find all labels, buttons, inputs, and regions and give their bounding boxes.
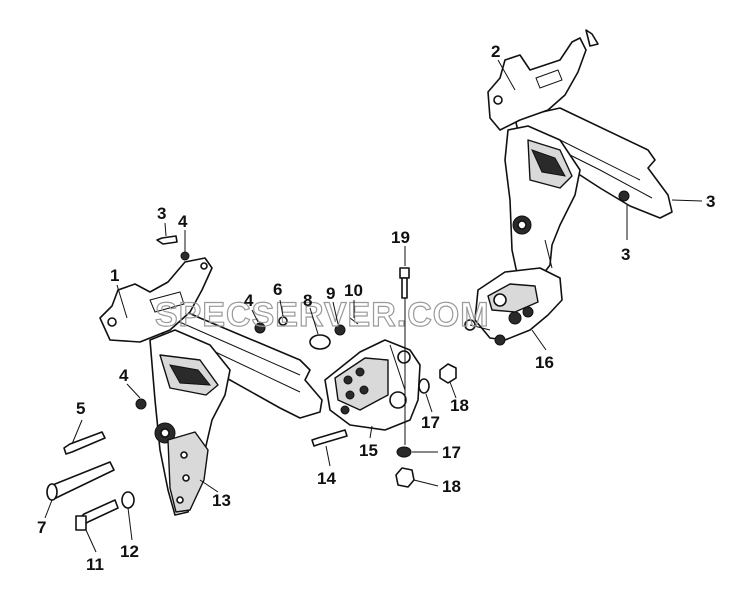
watermark: SPECSERVER.COM <box>155 296 490 334</box>
washer-4-mid <box>254 322 266 334</box>
callout-3: 3 <box>706 192 715 211</box>
lower-bracket-13 <box>167 431 209 513</box>
callout-9: 9 <box>326 284 335 303</box>
callout-12: 12 <box>120 542 139 561</box>
bolt-5 <box>63 431 106 455</box>
bolt-14 <box>311 429 348 447</box>
right-bracket-assembly <box>464 29 673 346</box>
callout-11: 11 <box>86 555 104 574</box>
upper-bracket-2 <box>487 37 587 131</box>
callout-15: 15 <box>359 441 378 460</box>
pin-10 <box>349 317 359 325</box>
callout-18: 18 <box>450 396 469 415</box>
callout-2: 2 <box>491 42 500 61</box>
callout-7: 7 <box>37 518 46 537</box>
washer-4-top <box>180 251 190 261</box>
callout-17: 17 <box>442 443 461 462</box>
callout-17: 17 <box>421 413 440 432</box>
bolt-7 <box>47 461 115 501</box>
center-mount-15 <box>324 339 421 431</box>
washer-4-left <box>135 398 147 410</box>
callout-3: 3 <box>157 204 166 223</box>
leader-lines <box>44 59 703 553</box>
callout-18: 18 <box>442 477 461 496</box>
callout-4: 4 <box>119 366 129 385</box>
callout-labels: 1 2 3 3 3 4 4 4 5 6 7 8 9 10 11 12 13 14… <box>37 42 715 574</box>
fasteners <box>46 235 457 531</box>
callout-19: 19 <box>391 228 410 247</box>
callout-6: 6 <box>273 280 282 299</box>
callout-5: 5 <box>76 399 85 418</box>
callout-4: 4 <box>178 212 188 231</box>
callout-8: 8 <box>303 291 312 310</box>
callout-14: 14 <box>317 469 336 488</box>
washer-17-upper <box>418 378 430 394</box>
nut-18-upper <box>439 363 457 384</box>
nut-18-lower <box>395 467 415 488</box>
washer-8 <box>309 334 331 350</box>
callout-13: 13 <box>212 491 231 510</box>
callout-16: 16 <box>535 353 554 372</box>
callout-10: 10 <box>344 281 363 300</box>
callout-3: 3 <box>621 245 630 264</box>
nut-6 <box>278 316 288 326</box>
callout-1: 1 <box>110 266 119 285</box>
bolt-19 <box>399 267 410 279</box>
left-bracket-assembly <box>99 257 323 516</box>
washer-12 <box>121 491 135 509</box>
washer-17-lower <box>396 446 412 458</box>
part-9 <box>334 324 346 336</box>
bolt-3-top <box>156 235 178 245</box>
callout-4: 4 <box>244 291 254 310</box>
front-bracket-1 <box>99 257 213 343</box>
